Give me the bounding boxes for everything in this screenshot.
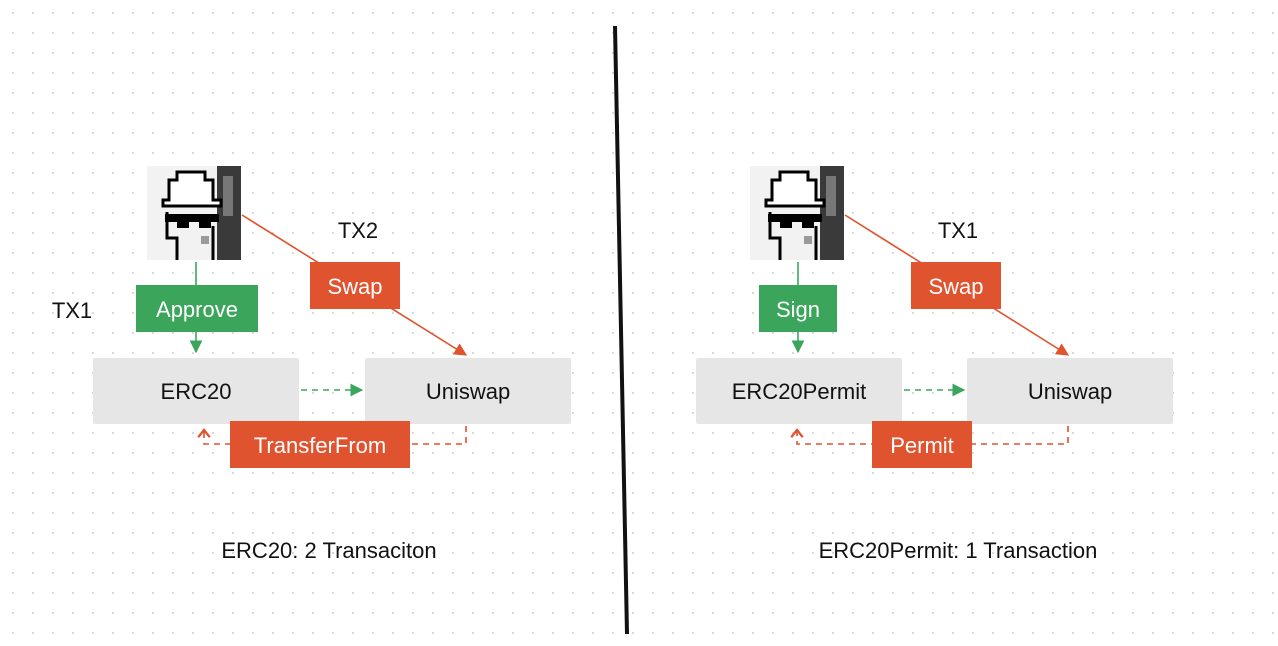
right-uniswap-label: Uniswap — [1028, 379, 1112, 404]
right-permit-label: Permit — [890, 433, 954, 458]
left-uniswap-box — [365, 358, 571, 424]
left-tx1-label: TX1 — [52, 298, 92, 323]
right-avatar — [750, 166, 844, 260]
left-swap-chip — [310, 262, 400, 309]
right-erc20permit-box — [696, 358, 902, 424]
left-avatar — [147, 166, 241, 260]
left-swap-label: Swap — [327, 274, 382, 299]
right-caption: ERC20Permit: 1 Transaction — [819, 538, 1098, 563]
right-sign-label: Sign — [776, 297, 820, 322]
panel-divider — [613, 25, 629, 635]
right-swap-chip — [911, 262, 1001, 309]
left-caption: ERC20: 2 Transaciton — [221, 538, 436, 563]
left-approve-label: Approve — [156, 297, 238, 322]
right-erc20permit-label: ERC20Permit — [732, 379, 866, 404]
right-tx1-label: TX1 — [938, 218, 978, 243]
right-panel: ERC20Permit Uniswap Sign Swap Permit TX1… — [696, 166, 1173, 563]
right-permit-chip — [872, 421, 972, 468]
left-panel: ERC20 Uniswap Approve Swap TransferFrom … — [52, 166, 571, 563]
left-transferfrom-chip — [230, 421, 410, 468]
left-erc20-label: ERC20 — [161, 379, 232, 404]
left-erc20-box — [93, 358, 299, 424]
left-tx2-label: TX2 — [338, 218, 378, 243]
left-approve-chip — [136, 285, 258, 332]
right-swap-label: Swap — [928, 274, 983, 299]
left-uniswap-label: Uniswap — [426, 379, 510, 404]
right-uniswap-box — [967, 358, 1173, 424]
left-transferfrom-label: TransferFrom — [254, 433, 386, 458]
right-sign-chip — [759, 285, 837, 332]
